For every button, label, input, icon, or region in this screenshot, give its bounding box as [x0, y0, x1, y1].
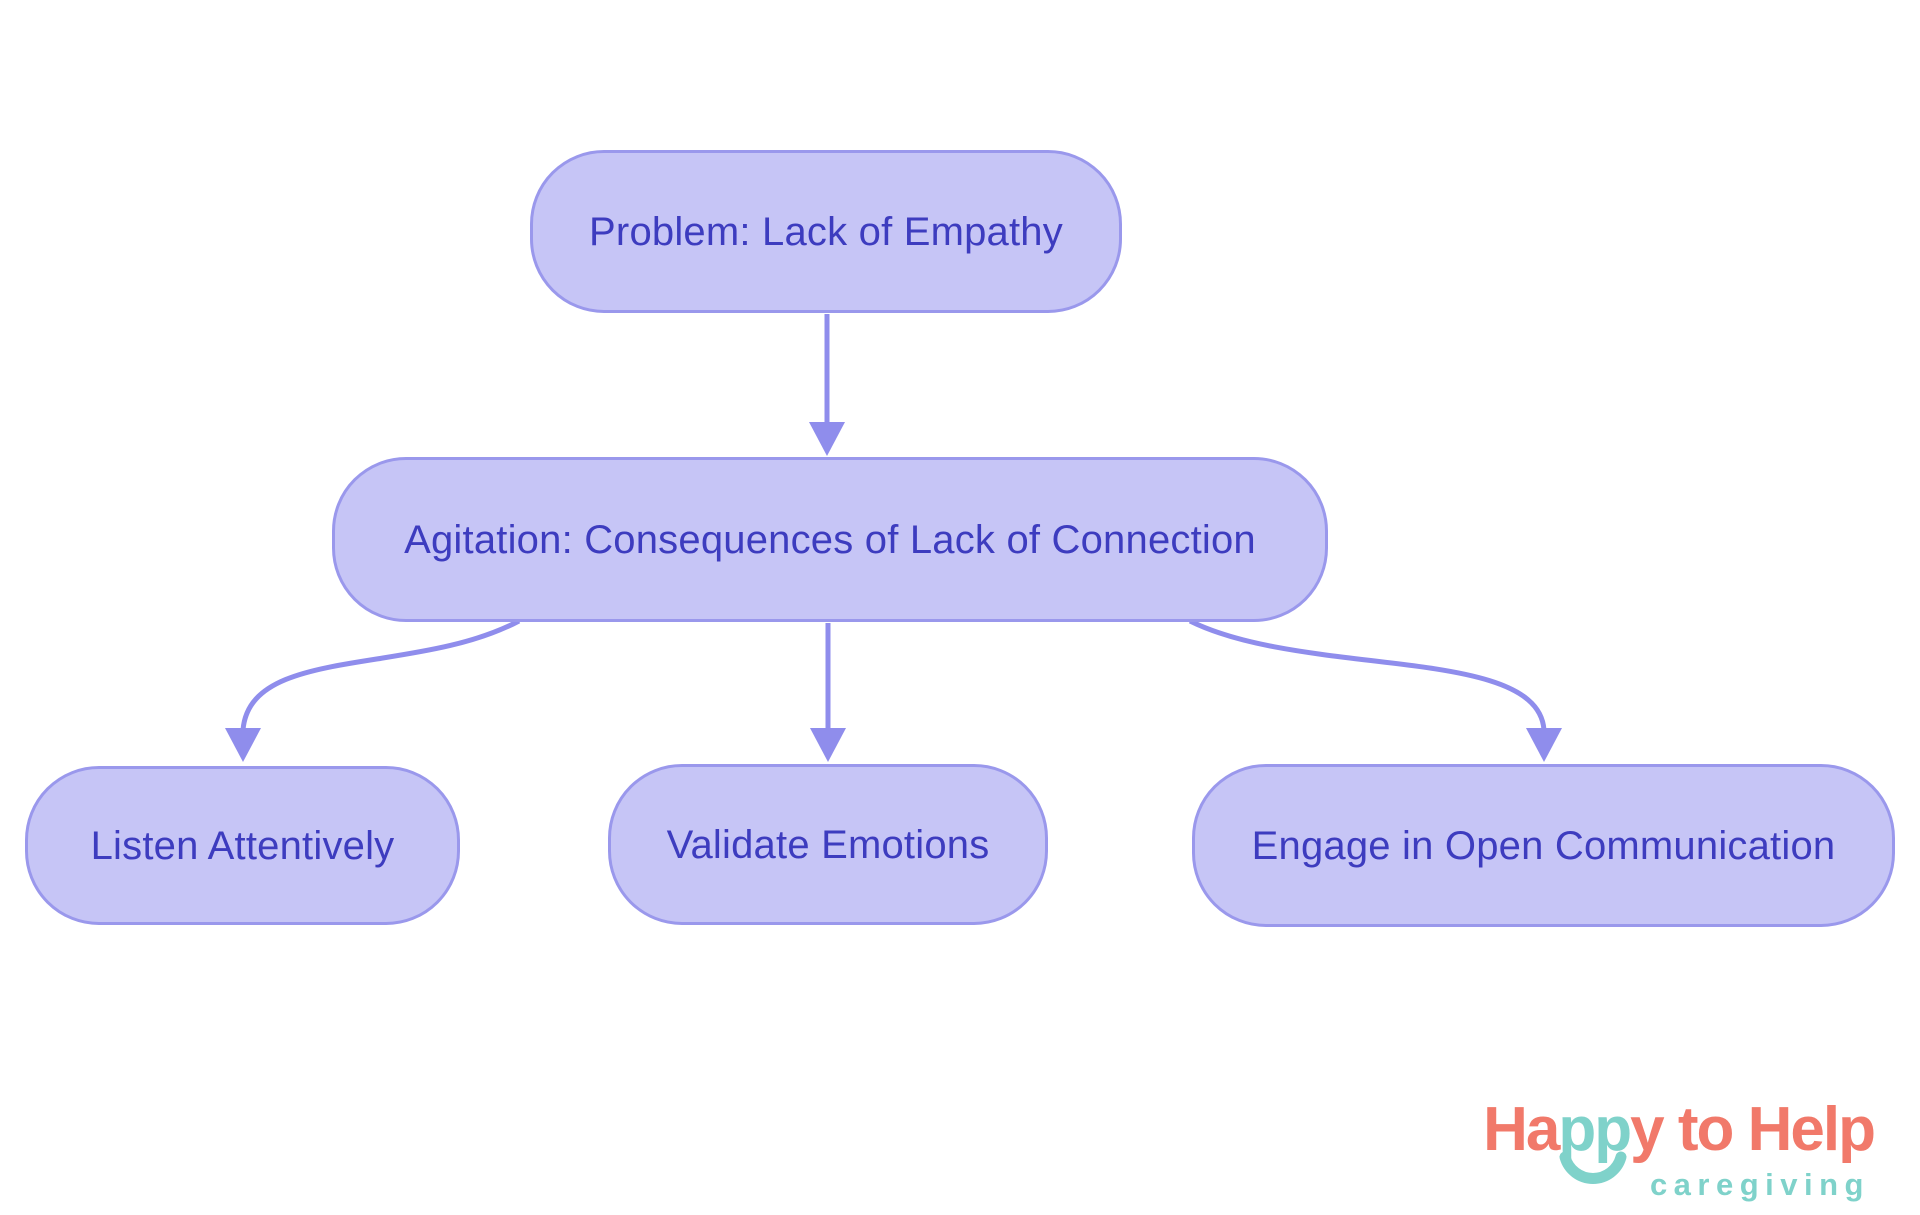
flow-node-listen-attentively: Listen Attentively	[25, 766, 460, 925]
arrow-agitation-to-engage	[1188, 618, 1562, 762]
arrow-agitation-to-validate	[810, 623, 846, 762]
logo-text-pp: pp	[1558, 1099, 1632, 1184]
logo-text-y: y	[1630, 1095, 1665, 1164]
logo-text-help: Help	[1747, 1095, 1876, 1164]
arrow-problem-to-agitation	[809, 314, 845, 456]
flow-node-agitation: Agitation: Consequences of Lack of Conne…	[332, 457, 1328, 622]
smile-icon	[1559, 1151, 1627, 1184]
arrow-agitation-to-listen	[225, 618, 521, 762]
brand-logo-subtitle: caregiving	[1649, 1167, 1870, 1202]
flow-node-validate-emotions: Validate Emotions	[608, 764, 1048, 925]
flow-node-problem-label: Problem: Lack of Empathy	[589, 209, 1063, 254]
logo-text-to: to	[1662, 1095, 1748, 1164]
flow-node-validate-label: Validate Emotions	[666, 822, 990, 867]
flow-node-agitation-label: Agitation: Consequences of Lack of Conne…	[404, 517, 1256, 562]
flow-node-listen-label: Listen Attentively	[90, 823, 395, 868]
logo-text-ha: Ha	[1483, 1095, 1560, 1164]
flow-node-problem: Problem: Lack of Empathy	[530, 150, 1122, 313]
flow-node-engage-communication: Engage in Open Communication	[1192, 764, 1895, 927]
flow-node-engage-label: Engage in Open Communication	[1251, 823, 1836, 868]
